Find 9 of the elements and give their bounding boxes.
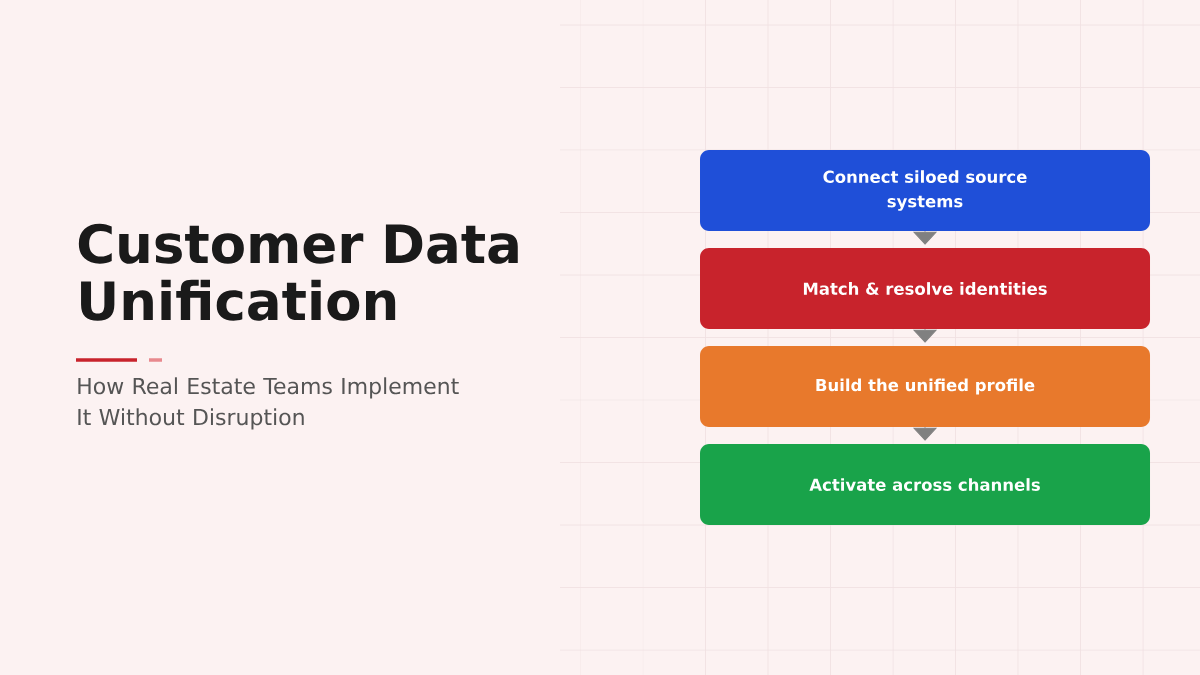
process-box: Match & resolve identities <box>700 248 1150 329</box>
process-box: Build the unified profile <box>700 346 1150 427</box>
arrow <box>913 426 937 441</box>
process-box: Connect siloed source systems <box>700 150 1150 231</box>
subtitle: How Real Estate Teams Implement It Without Disruption <box>78 377 459 430</box>
title: Customer Data Unification <box>78 223 518 321</box>
arrow <box>913 230 937 245</box>
arrow <box>913 328 937 343</box>
process-box: Activate across channels <box>700 444 1150 525</box>
